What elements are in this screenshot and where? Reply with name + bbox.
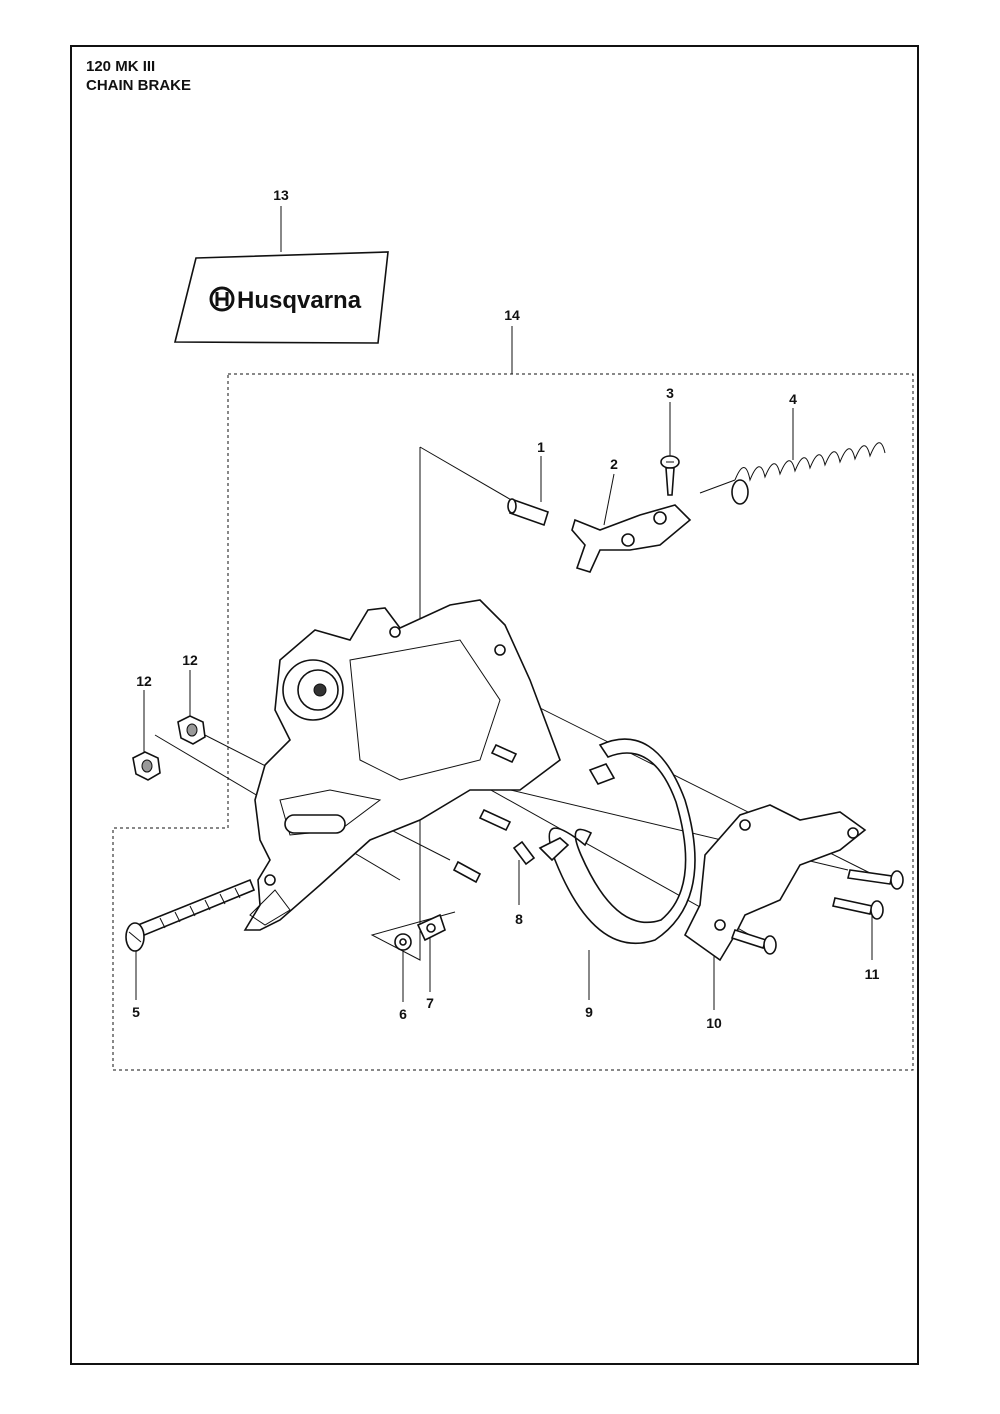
callout-7: 7 bbox=[426, 995, 434, 1011]
spring-part bbox=[699, 442, 886, 505]
model-name: 120 MK III bbox=[86, 58, 156, 75]
screw-11a bbox=[847, 869, 904, 890]
page-frame bbox=[70, 45, 919, 1365]
long-bolt-part bbox=[125, 878, 256, 952]
screw-11c bbox=[730, 929, 777, 955]
brake-lever-part bbox=[571, 504, 692, 573]
small-pin-part-8 bbox=[512, 840, 536, 866]
callout-3: 3 bbox=[666, 385, 674, 401]
husqvarna-logo-icon bbox=[209, 286, 235, 312]
pin-part bbox=[507, 498, 549, 527]
small-pins bbox=[452, 743, 518, 884]
kit-outline bbox=[112, 373, 914, 1071]
callout-labels: 13 14 3 4 1 2 12 12 8 11 5 7 6 9 10 bbox=[132, 187, 880, 1031]
page-title: 120 MK III CHAIN BRAKE bbox=[86, 57, 191, 95]
nut-plate-part bbox=[416, 913, 446, 942]
nut-12b bbox=[177, 715, 206, 745]
husqvarna-decal: Husqvarna bbox=[173, 251, 389, 344]
brake-band-part bbox=[538, 738, 696, 945]
callout-1: 1 bbox=[537, 439, 545, 455]
nuts-part-12 bbox=[132, 715, 206, 781]
screw-part-3 bbox=[660, 455, 680, 496]
screw-11b bbox=[832, 897, 884, 920]
callout-12-lower: 12 bbox=[136, 673, 152, 689]
decal-brand-text: Husqvarna bbox=[237, 287, 362, 314]
callout-2: 2 bbox=[610, 456, 618, 472]
callout-12-upper: 12 bbox=[182, 652, 198, 668]
callout-4: 4 bbox=[789, 391, 797, 407]
callout-14: 14 bbox=[504, 307, 520, 323]
callout-9: 9 bbox=[585, 1004, 593, 1020]
washer-part bbox=[394, 933, 412, 951]
screws-part-11 bbox=[730, 869, 904, 955]
brake-housing bbox=[243, 599, 561, 931]
nut-12a bbox=[132, 751, 161, 781]
callout-6: 6 bbox=[399, 1006, 407, 1022]
brake-bracket-part bbox=[683, 804, 867, 962]
callout-5: 5 bbox=[132, 1004, 140, 1020]
callout-8: 8 bbox=[515, 911, 523, 927]
callout-13: 13 bbox=[273, 187, 289, 203]
section-name: CHAIN BRAKE bbox=[86, 77, 191, 94]
callout-11: 11 bbox=[865, 966, 880, 982]
callout-10: 10 bbox=[706, 1015, 722, 1031]
